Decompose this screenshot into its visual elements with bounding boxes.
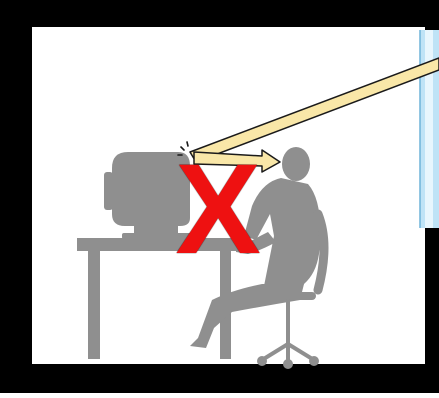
red-x-label: X bbox=[175, 146, 260, 274]
red-x-icon: X bbox=[164, 148, 272, 272]
